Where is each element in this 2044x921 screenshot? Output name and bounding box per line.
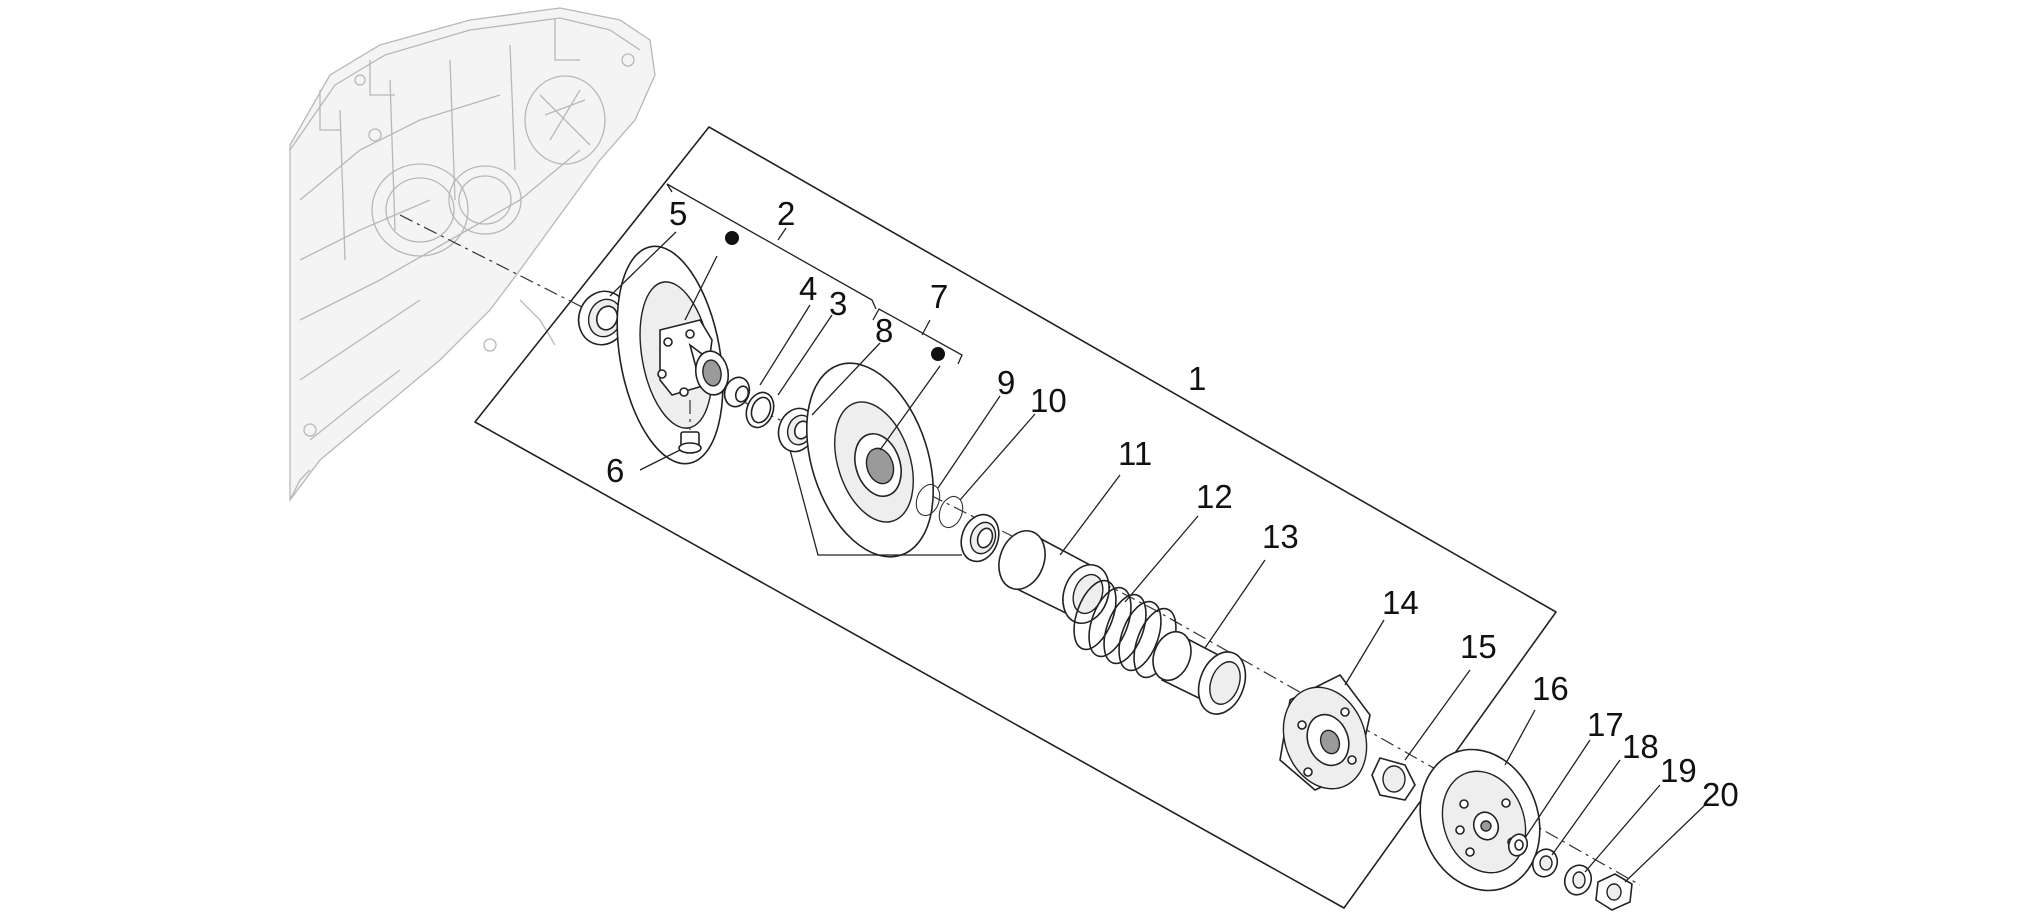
callout-7: 7 <box>930 278 948 315</box>
callout-9: 9 <box>997 364 1015 401</box>
callout-20: 20 <box>1702 776 1739 813</box>
part-11-sleeve <box>998 530 1110 624</box>
part-20-nut <box>1595 873 1633 911</box>
callout-10: 10 <box>1030 382 1067 419</box>
callout-8: 8 <box>875 312 893 349</box>
callout-11: 11 <box>1118 435 1152 472</box>
part-2-fixed-pulley <box>616 245 730 465</box>
part-6-screw <box>678 400 702 454</box>
part-9-ring <box>915 483 941 517</box>
crankcase-background <box>289 7 656 502</box>
callout-16: 16 <box>1532 670 1569 707</box>
subassembly-2-bracket <box>666 183 877 310</box>
callout-1: 1 <box>1188 360 1206 397</box>
callout-14: 14 <box>1382 584 1419 621</box>
part-12-spring <box>1073 579 1177 679</box>
callout-6: 6 <box>606 452 624 489</box>
callout-5: 5 <box>669 195 687 232</box>
callout-12: 12 <box>1196 478 1233 515</box>
part-16-clutch-bell <box>1419 748 1541 892</box>
callout-4: 4 <box>799 270 817 307</box>
callout-13: 13 <box>1262 518 1299 555</box>
assembly-centre-axis <box>399 214 1641 886</box>
callout-3: 3 <box>829 285 847 322</box>
part-10-seal <box>960 513 1000 563</box>
part-19-washer <box>1563 864 1593 896</box>
callout-15: 15 <box>1460 628 1497 665</box>
callout-17: 17 <box>1587 706 1624 743</box>
callout-19: 19 <box>1660 752 1697 789</box>
part-18-washer <box>1531 848 1559 878</box>
part-14-clutch <box>1279 673 1371 791</box>
callout-18: 18 <box>1622 728 1659 765</box>
callout-2: 2 <box>777 195 795 232</box>
part-15-nut <box>1371 757 1416 801</box>
assembly-group-outline <box>474 126 1557 909</box>
kit-dot-2 <box>725 231 739 245</box>
leader-lines <box>609 231 1706 883</box>
subassembly-7-bracket <box>872 308 963 365</box>
part-10-ring <box>938 495 964 529</box>
part-7-movable-pulley <box>805 362 935 558</box>
part-3-ring <box>745 391 775 429</box>
part-4-bushing <box>723 376 751 408</box>
kit-dot-7 <box>931 347 945 361</box>
callout-numbers: 1 2 3 4 5 6 7 8 9 10 11 12 13 14 15 16 1… <box>606 195 1739 813</box>
part-13-spring-cup <box>1152 630 1247 715</box>
part-17-washer <box>1507 833 1529 857</box>
